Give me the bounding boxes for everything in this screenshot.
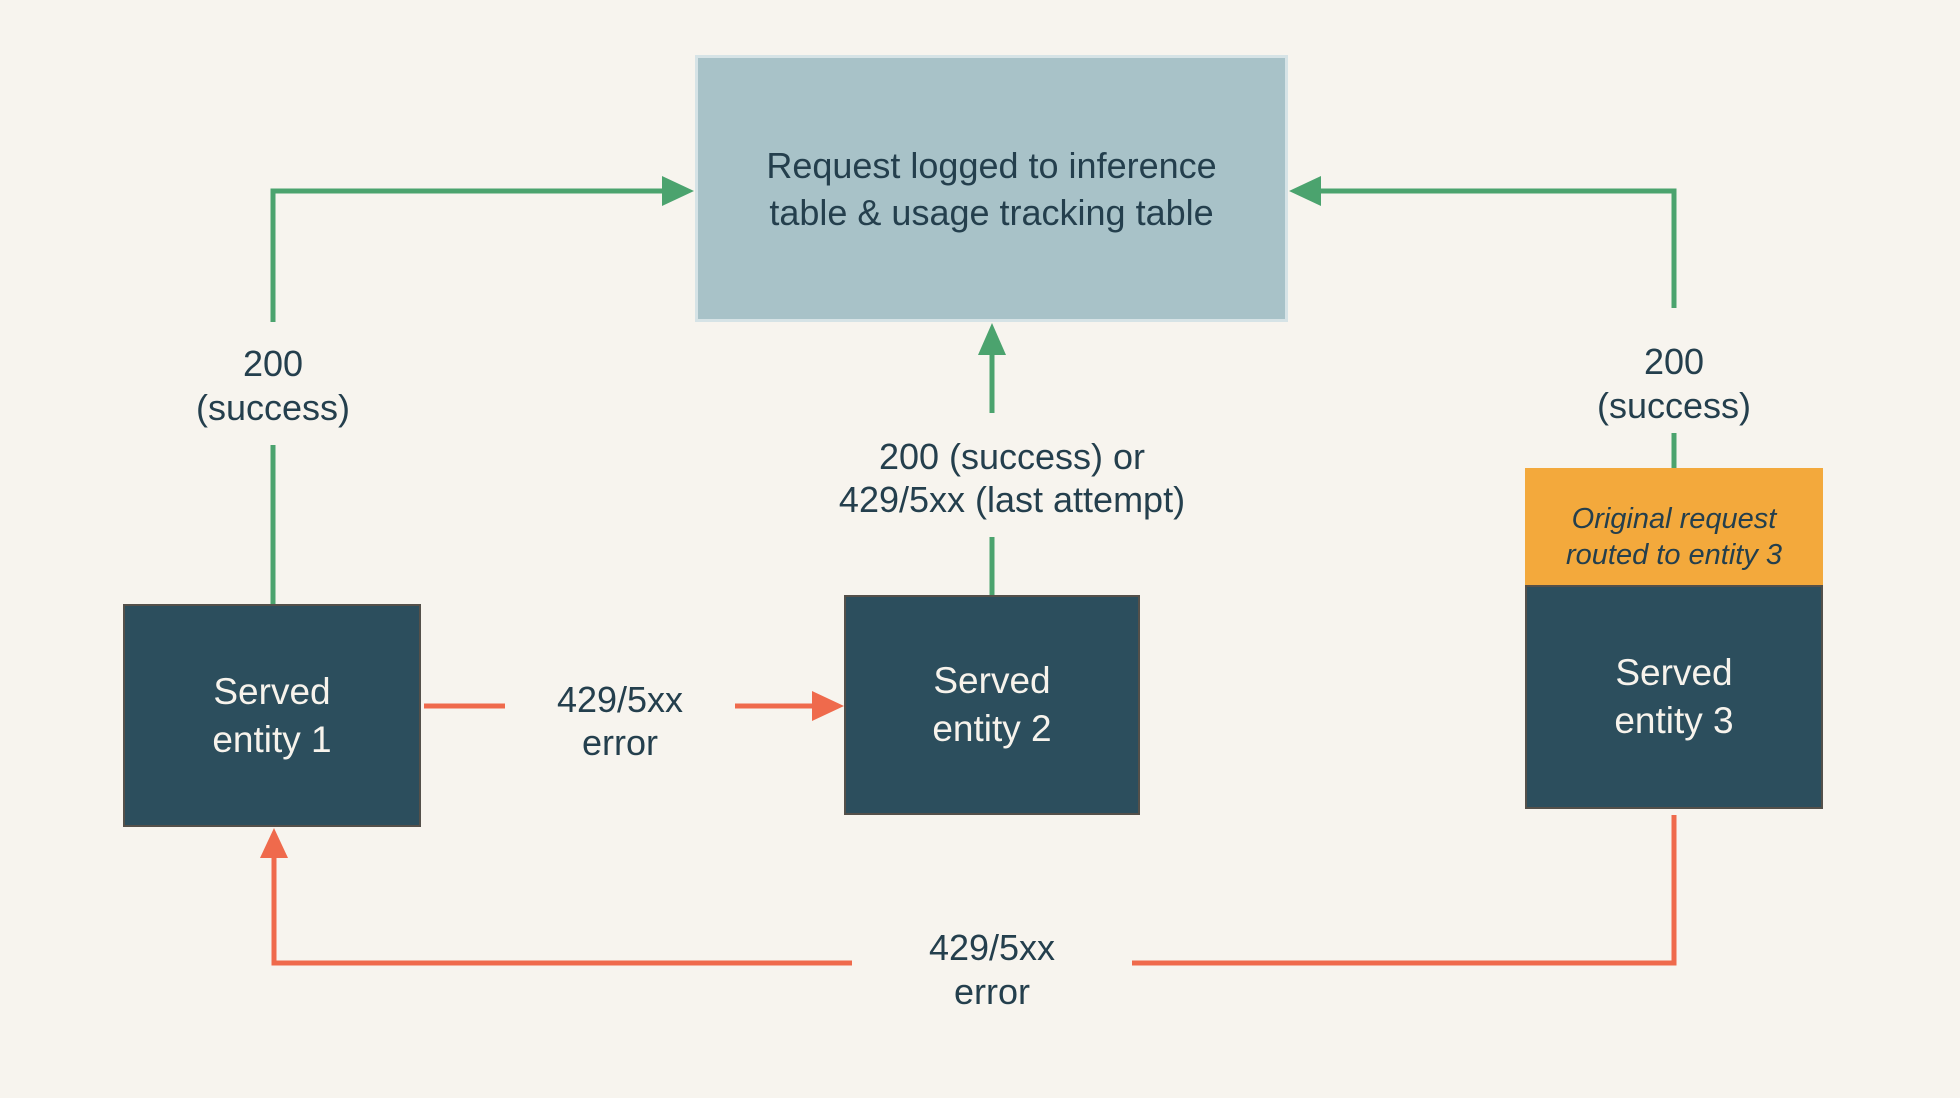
entity1-success-arrow-segment-upper <box>270 188 662 322</box>
served-entity-2-box: Served entity 2 <box>844 595 1140 815</box>
inference-log-box: Request logged to inference table & usag… <box>695 55 1288 322</box>
entity3-success-arrow-segment-upper <box>1321 188 1677 308</box>
entity3-to-entity1-error-segment-right <box>1132 815 1677 966</box>
entity2-result-arrowhead-icon <box>978 323 1006 355</box>
entity1-success-arrowhead-icon <box>662 176 694 206</box>
entity1-to-entity2-error-edge-label: 429/5xx error <box>556 679 684 763</box>
entity3-success-arrow <box>1289 176 1677 468</box>
entity1-success-arrow <box>270 176 694 604</box>
entity3-to-entity1-error-edge-label: 429/5xx error <box>928 927 1056 1012</box>
served-entity-1-box: Served entity 1 <box>123 604 421 827</box>
served-entity-2-label: Served entity 2 <box>932 660 1052 749</box>
entity3-to-entity1-error-arrowhead-icon <box>260 828 288 858</box>
entity3-to-entity1-error-arrow <box>260 815 1677 966</box>
served-entity-3-box: Served entity 3 <box>1525 585 1823 809</box>
entity-3-routing-note-label: Original request routed to entity 3 <box>1565 502 1783 571</box>
entity3-success-edge-label: 200 (success) <box>1596 341 1752 426</box>
entity1-to-entity2-error-arrowhead-icon <box>812 691 844 721</box>
entity1-to-entity2-error-arrow <box>424 691 844 721</box>
entity2-result-arrow <box>978 323 1006 595</box>
entity1-success-edge-label: 200 (success) <box>195 343 351 428</box>
served-entity-3-label: Served entity 3 <box>1614 652 1734 741</box>
served-entity-1-label: Served entity 1 <box>212 670 332 760</box>
entity2-result-edge-label: 200 (success) or 429/5xx (last attempt) <box>838 436 1186 520</box>
entity3-success-arrowhead-icon <box>1289 176 1321 206</box>
entity-3-routing-note: Original request routed to entity 3 <box>1525 468 1823 585</box>
inference-log-box-label: Request logged to inference table & usag… <box>766 144 1217 233</box>
entity3-to-entity1-error-segment-left <box>271 858 852 966</box>
